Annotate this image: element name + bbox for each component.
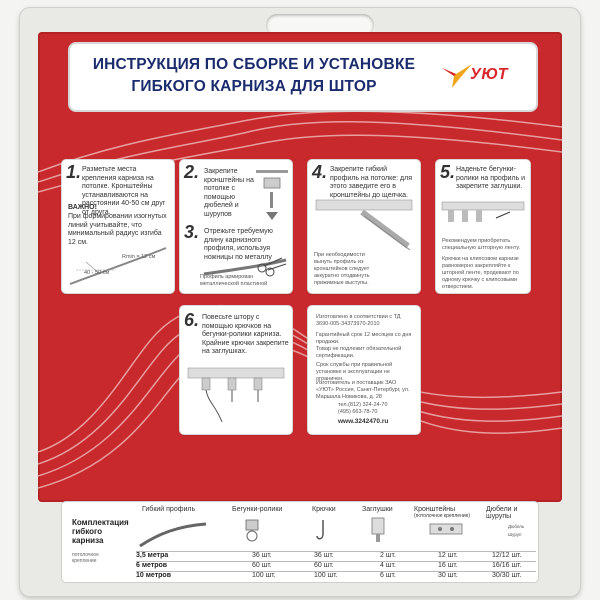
- roller-icon: [245, 519, 259, 542]
- bird-logo-icon: [442, 64, 472, 88]
- info-card: Изготовлено в соответствии с ТД 3690-005…: [308, 306, 420, 434]
- row-10m-dowels: 30/30 шт.: [492, 572, 522, 579]
- dowel-label: Дюбель: [508, 524, 525, 529]
- title-line-1: ИНСТРУКЦИЯ ПО СБОРКЕ И УСТАНОВКЕ: [92, 56, 416, 73]
- header-panel: ИНСТРУКЦИЯ ПО СБОРКЕ И УСТАНОВКЕ ГИБКОГО…: [68, 42, 538, 112]
- step-4-note: При необходимости вынуть профиль из крон…: [314, 252, 370, 286]
- row-6m-label: 6 метров: [136, 562, 168, 569]
- profile-icon: [139, 522, 207, 548]
- col-head-hooks: Крючки: [312, 506, 336, 513]
- step-1-note-title: ВАЖНО!: [68, 204, 97, 211]
- row-3-5m-rollers: 36 шт.: [252, 552, 272, 559]
- step-6-text: Повесьте штору с помощью крючков на бегу…: [202, 314, 289, 355]
- step-6-number: 6.: [184, 310, 200, 330]
- info-phone-1: тел.(812) 324-24-70: [338, 402, 388, 408]
- info-website: www.3242470.ru: [338, 418, 389, 425]
- row-3-5m-hooks: 36 шт.: [314, 552, 334, 559]
- row-6m-rollers: 60 шт.: [252, 562, 272, 569]
- row-10m-hooks: 100 шт.: [314, 572, 338, 579]
- row-10m-brackets: 30 шт.: [438, 572, 458, 579]
- col-head-dowels: Дюбели и шурупы: [486, 506, 518, 520]
- row-divider: [136, 551, 536, 552]
- row-3-5m-caps: 2 шт.: [380, 552, 396, 559]
- info-line-4: Срок службы при правильной установке и э…: [316, 362, 393, 382]
- step-2-number: 2.: [184, 162, 200, 182]
- step-1-dimension: 40 - 50 см: [84, 270, 110, 276]
- scissors-profile-icon: [203, 257, 287, 277]
- row-divider: [136, 571, 536, 572]
- step-4-number: 4.: [312, 162, 328, 182]
- row-10m-rollers: 100 шт.: [252, 572, 276, 579]
- step-4-card: 4. Закрепите гибкий профиль на потолке: …: [308, 160, 420, 293]
- step-5-note-2: Крючки на клипсовом карнизе равномерно з…: [442, 256, 519, 290]
- row-divider: [136, 561, 536, 562]
- step-4-text: Закрепите гибкий профиль на потолке: для…: [330, 166, 412, 199]
- step-6-card: 6. Повесьте штору с помощью крючков на б…: [180, 306, 292, 434]
- screw-label: Шуруп: [508, 532, 522, 537]
- step-2-3-card: 2. Закрепите кронштейны на потолке с пом…: [180, 160, 292, 293]
- radius-diagram-icon: [69, 247, 167, 285]
- step-1-card: 1. Разметьте места крепления карниза на …: [62, 160, 174, 293]
- step-5-number: 5.: [440, 162, 456, 182]
- row-10m-label: 10 метров: [136, 572, 171, 579]
- row-10m-caps: 6 шт.: [380, 572, 396, 579]
- col-head-brackets-sub: (потолочное крепление): [414, 513, 471, 519]
- runner-rollers-icon: [441, 201, 525, 222]
- col-head-brackets: Кронштейны: [414, 506, 456, 513]
- info-line-5: Изготовитель и поставщик ЗАО «УЮТ» Росси…: [316, 380, 410, 400]
- hang-hole: [266, 14, 374, 36]
- info-line-2: Гарантийный срок 12 месяцев со дня прода…: [316, 332, 412, 345]
- bracket-icon: [429, 523, 463, 535]
- step-1-number: 1.: [66, 162, 82, 182]
- brand-logo: УЮТ: [440, 60, 524, 92]
- end-cap-icon: [371, 517, 385, 542]
- step-3-text: Отрежьте требуемую длину карнизного проф…: [204, 228, 273, 261]
- row-6m-hooks: 60 шт.: [314, 562, 334, 569]
- step-2-text: Закрепите кронштейны на потолке с помощь…: [204, 168, 254, 218]
- col-head-caps: Заглушки: [362, 506, 393, 513]
- hook-icon: [316, 520, 324, 540]
- bracket-screw-icon: [256, 170, 288, 220]
- profile-mount-icon: [315, 199, 413, 250]
- step-5-note-1: Рекомендуем приобретать специальную штто…: [442, 238, 521, 251]
- step-1-text: Разметьте места крепления карниза на пот…: [82, 166, 166, 216]
- step-3-number: 3.: [184, 222, 200, 242]
- col-head-rollers: Бегунки-ролики: [232, 506, 283, 513]
- step-3-caption: Профиль армирован металлической пластино…: [200, 274, 268, 287]
- kit-title: Комплектация гибкого карниза: [72, 518, 129, 545]
- kit-table: Комплектация гибкого карниза потолочное …: [62, 502, 538, 582]
- row-6m-dowels: 16/16 шт.: [492, 562, 522, 569]
- info-line-1: Изготовлено в соответствии с ТД 3690-005…: [316, 314, 401, 327]
- logo-text: УЮТ: [470, 66, 508, 83]
- step-5-card: 5. Наденьте бегунки-ролики на профиль и …: [436, 160, 530, 293]
- row-6m-brackets: 16 шт.: [438, 562, 458, 569]
- info-phone-2: (495) 663-78-70: [338, 409, 378, 415]
- page-title: ИНСТРУКЦИЯ ПО СБОРКЕ И УСТАНОВКЕ ГИБКОГО…: [84, 54, 424, 98]
- col-head-profile: Гибкий профиль: [142, 506, 196, 513]
- step-5-text: Наденьте бегунки-ролики на профиль и зак…: [456, 166, 526, 190]
- step-1-note: При формировании изогнутых линий учитыва…: [68, 213, 167, 246]
- row-3-5m-label: 3,5 метра: [136, 552, 169, 559]
- kit-ceiling-label: потолочное крепление: [72, 552, 99, 564]
- info-line-3: Товар не подлежит обязательной сертифика…: [316, 346, 402, 359]
- title-line-2: ГИБКОГО КАРНИЗА ДЛЯ ШТОР: [131, 78, 377, 95]
- step-1-radius: Rmin = 12 см: [122, 254, 156, 260]
- row-3-5m-dowels: 12/12 шт.: [492, 552, 522, 559]
- row-6m-caps: 4 шт.: [380, 562, 396, 569]
- row-3-5m-brackets: 12 шт.: [438, 552, 458, 559]
- hanging-curtain-icon: [187, 367, 285, 423]
